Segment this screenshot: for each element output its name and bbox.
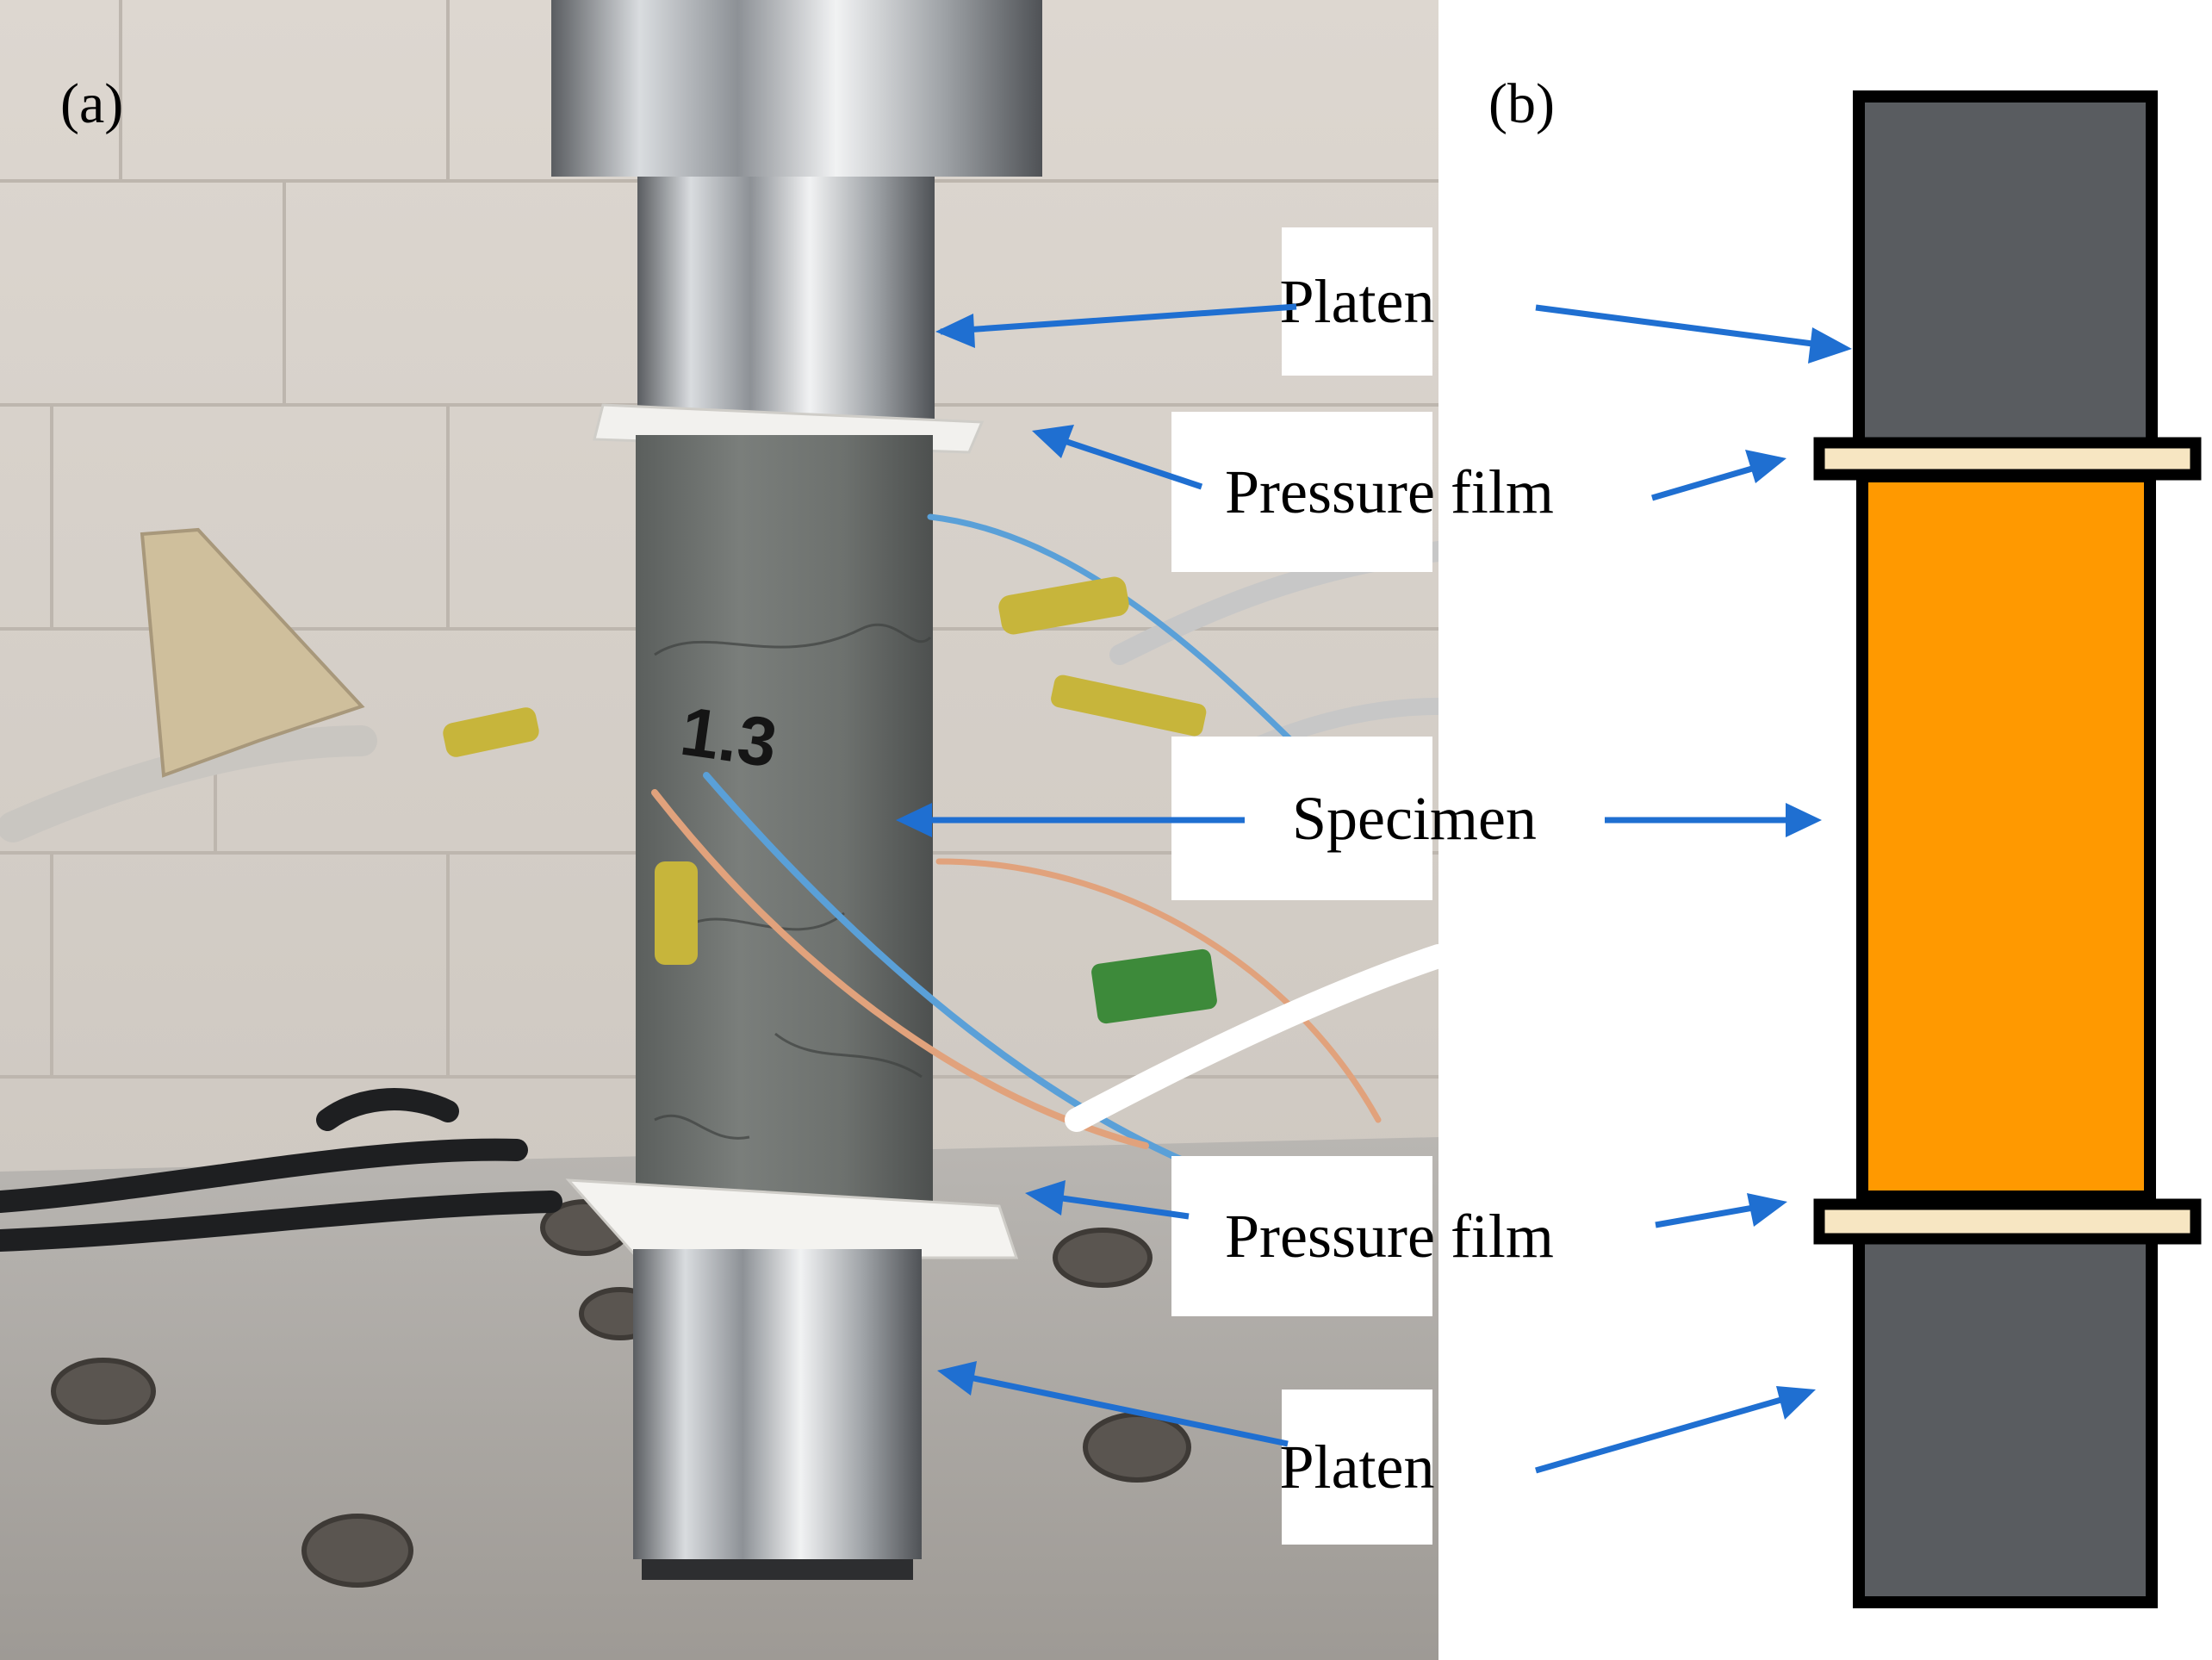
- arrowhead-film-bottom-left: [1025, 1180, 1066, 1215]
- lower-film-shape: [1813, 1198, 2202, 1245]
- label-pressure-film-bottom-text: Pressure film: [1225, 1202, 1554, 1271]
- label-pressure-film-top: Pressure film: [1171, 412, 1554, 572]
- arrowhead-film-bottom-right: [1747, 1193, 1787, 1227]
- arrow-platen-top-right: [1535, 304, 1840, 351]
- label-pressure-film-bottom: Pressure film: [1171, 1156, 1554, 1316]
- arrowhead-platen-bottom-right: [1776, 1386, 1816, 1420]
- arrowhead-platen-top-left: [935, 314, 975, 348]
- upper-film-shape: [1813, 437, 2202, 481]
- label-platen-top-text: Platen: [1279, 267, 1435, 336]
- arrowhead-film-top-right: [1745, 450, 1786, 483]
- arrow-platen-bottom-right: [1535, 1390, 1803, 1474]
- lower-platen-shape: [1853, 1229, 2158, 1608]
- panel-label-a: (a): [60, 72, 124, 135]
- test-setup-photo: 1.3: [0, 0, 1438, 1660]
- arrow-film-top-left: [1042, 431, 1203, 490]
- arrowhead-platen-bottom-left: [937, 1361, 977, 1396]
- label-platen-bottom-text: Platen: [1279, 1433, 1435, 1501]
- arrowhead-film-top-left: [1032, 425, 1074, 458]
- label-platen-bottom: Platen: [1279, 1390, 1435, 1545]
- arrowhead-specimen-left: [896, 803, 932, 837]
- label-platen-top: Platen: [1279, 227, 1435, 376]
- label-pressure-film-top-text: Pressure film: [1225, 457, 1554, 526]
- panel-label-b: (b): [1488, 72, 1555, 135]
- upper-platen-shape: [1853, 90, 2158, 457]
- label-specimen-text: Specimen: [1292, 784, 1537, 853]
- arrowhead-specimen-right: [1786, 803, 1822, 837]
- specimen-shape: [1856, 470, 2156, 1203]
- arrowhead-platen-top-right: [1808, 327, 1852, 364]
- arrow-platen-top-left: [940, 303, 1297, 335]
- arrow-platen-bottom-left: [948, 1370, 1289, 1447]
- svg-text:1.3: 1.3: [676, 693, 782, 782]
